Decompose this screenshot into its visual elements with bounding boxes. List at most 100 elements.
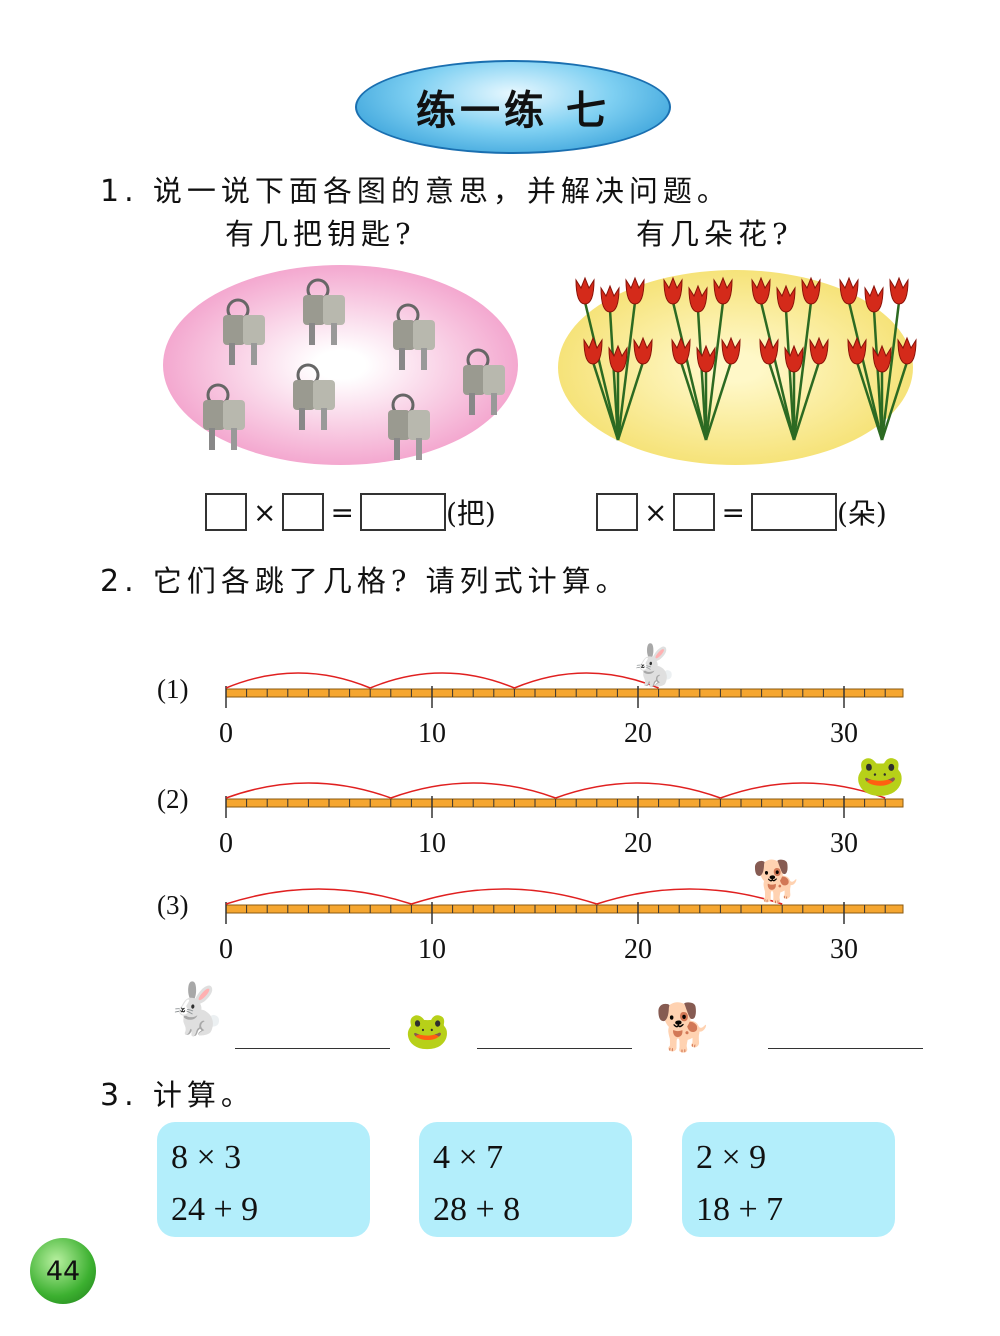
q3-text: 计算。 — [152, 1078, 255, 1112]
answer-box[interactable] — [673, 493, 716, 531]
flowers-question: 有几朵花? — [636, 217, 793, 251]
answer-line-frog[interactable] — [477, 1047, 632, 1049]
answer-box[interactable] — [282, 493, 325, 531]
number-line — [225, 888, 904, 924]
jump-arc — [369, 672, 515, 689]
tick-label: 30 — [830, 828, 858, 859]
question-2: 2. 它们各跳了几格? 请列式计算。 — [100, 558, 630, 600]
tulip-icon — [872, 344, 892, 440]
number-line-bar — [225, 688, 904, 698]
tick-label: 0 — [219, 934, 233, 965]
answer-box[interactable] — [596, 493, 638, 531]
keys-illustration — [203, 278, 505, 460]
equals-sign: = — [330, 495, 354, 529]
key-bunch-icon — [293, 363, 335, 430]
answer-box[interactable] — [750, 493, 837, 531]
tick-label: 10 — [418, 718, 446, 749]
number-line — [225, 672, 904, 708]
tulip-icon — [759, 336, 796, 441]
keys-equation: × = (把) — [205, 492, 496, 532]
tulip-icon — [776, 284, 796, 441]
equals-sign: = — [721, 495, 745, 529]
page-number-text: 44 — [45, 1255, 81, 1287]
key-bunch-icon — [463, 348, 505, 415]
tick-label: 0 — [219, 828, 233, 859]
question-3: 3. 计算。 — [100, 1072, 255, 1114]
jump-arc — [514, 672, 659, 689]
dog-icon: 🐕 — [655, 1000, 713, 1054]
tick-label: 10 — [418, 828, 446, 859]
flowers-illustration — [575, 276, 917, 441]
tulip-icon — [608, 344, 628, 440]
dog-icon: 🐕 — [752, 859, 802, 905]
calc-card: 8 × 3 24 + 9 — [157, 1122, 370, 1237]
tulip-icon — [880, 276, 909, 441]
tulip-icon — [616, 336, 653, 441]
calc-item: 24 + 9 — [171, 1191, 259, 1228]
page-number: 44 — [30, 1238, 96, 1304]
number-line-bar — [225, 798, 904, 808]
tulip-icon — [880, 336, 917, 441]
number-line-bar — [225, 904, 904, 914]
key-bunch-icon — [388, 393, 430, 460]
tulip-icon — [600, 284, 620, 441]
q1-text: 说一说下面各图的意思，并解决问题。 — [152, 174, 731, 208]
frog-icon: 🐸 — [405, 1011, 450, 1052]
question-1: 1. 说一说下面各图的意思，并解决问题。 — [100, 168, 731, 210]
answer-box[interactable] — [359, 493, 446, 531]
jump-arc — [596, 888, 783, 905]
rabbit-icon: 🐇 — [165, 980, 228, 1038]
answer-line-dog[interactable] — [768, 1047, 923, 1049]
tick-label: 20 — [624, 828, 652, 859]
calc-item: 8 × 3 — [171, 1139, 242, 1176]
tulip-icon — [583, 336, 620, 441]
number-line-label: (3) — [157, 890, 189, 920]
tulip-icon — [751, 276, 796, 441]
tick-label: 30 — [830, 934, 858, 965]
answer-line-rabbit[interactable] — [235, 1047, 390, 1049]
tulip-icon — [688, 284, 708, 441]
tulip-icon — [671, 336, 708, 441]
jump-arc — [555, 782, 721, 799]
q3-number: 3. — [100, 1078, 139, 1113]
number-line — [225, 782, 904, 818]
tulip-icon — [864, 284, 884, 441]
title-text: 练一练 七 — [416, 88, 610, 134]
frog-icon: 🐸 — [855, 753, 905, 799]
unit-label: (朵) — [836, 497, 887, 530]
jump-arc — [411, 888, 598, 905]
key-bunch-icon — [223, 298, 265, 365]
q2-number: 2. — [100, 564, 139, 599]
calc-card: 2 × 9 18 + 7 — [682, 1122, 895, 1237]
tulip-icon — [663, 276, 708, 441]
unit-label: (把) — [445, 497, 496, 530]
calc-item: 18 + 7 — [696, 1191, 784, 1228]
tulip-icon — [575, 276, 620, 441]
tick-label: 30 — [830, 718, 858, 749]
tulip-icon — [704, 336, 741, 441]
key-bunch-icon — [203, 383, 245, 450]
tulip-icon — [847, 336, 884, 441]
calc-item: 2 × 9 — [696, 1139, 767, 1176]
number-line-label: (1) — [157, 674, 189, 704]
tick-label: 20 — [624, 934, 652, 965]
tulip-icon — [696, 344, 716, 440]
exercise-title: 练一练 七 — [355, 60, 671, 154]
keys-question: 有几把钥匙? — [225, 217, 416, 251]
times-sign: × — [253, 495, 277, 529]
number-line-label: (2) — [157, 784, 189, 814]
calc-item: 4 × 7 — [433, 1139, 504, 1176]
q1-number: 1. — [100, 174, 139, 209]
answer-box[interactable] — [205, 493, 247, 531]
times-sign: × — [644, 495, 668, 529]
tick-label: 20 — [624, 718, 652, 749]
tulip-icon — [704, 276, 733, 441]
tick-label: 10 — [418, 934, 446, 965]
jump-arc — [720, 782, 886, 799]
key-bunch-icon — [303, 278, 345, 345]
jump-arc — [225, 782, 392, 799]
tulip-icon — [792, 336, 829, 441]
tick-label: 0 — [219, 718, 233, 749]
tulip-icon — [616, 276, 645, 441]
